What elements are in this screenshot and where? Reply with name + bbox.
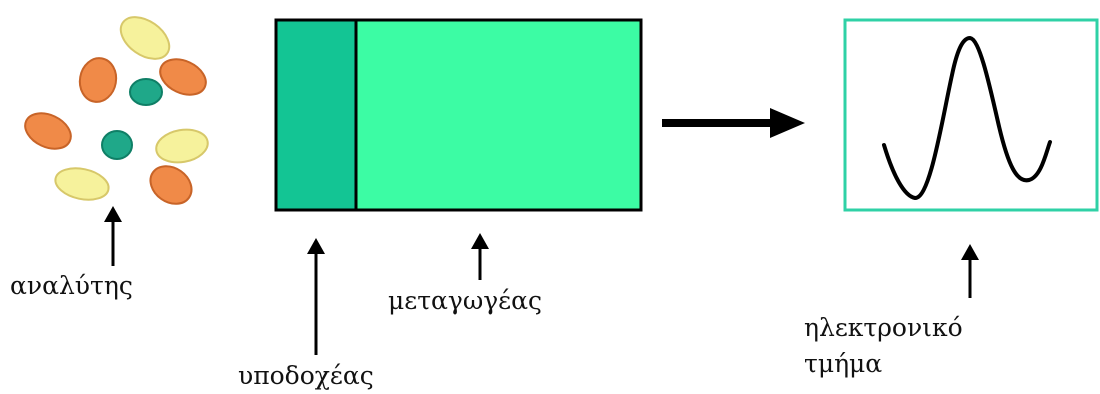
analyte-label: αναλύτης: [10, 271, 133, 300]
transducer-arrow: [471, 233, 489, 280]
receptor-label: υποδοχέας: [238, 361, 374, 390]
analyte-particle-yellow-3: [54, 167, 110, 201]
analyte-particle-yellow-2: [155, 128, 209, 164]
analyte-particle-orange-3: [24, 112, 72, 150]
analyte-particles: [24, 16, 209, 205]
electronic-arrow: [961, 244, 979, 298]
analyte-particle-orange-4: [149, 165, 193, 205]
analyte-particle-orange-2: [159, 58, 207, 96]
electronic-label: ηλεκτρονικό τμήμα: [804, 310, 963, 383]
analyte-particle-orange-1: [78, 57, 118, 103]
signal-peak-icon: [882, 35, 1052, 200]
analyte-arrow: [104, 206, 122, 266]
transducer-label: μεταγωγέας: [388, 286, 543, 315]
analyte-particle-yellow-1: [119, 16, 171, 60]
analyte-particle-teal-2: [101, 130, 133, 160]
electronic-label-line-2: τμήμα: [804, 349, 883, 379]
analyte-particle-teal-1: [129, 78, 163, 106]
flow-arrow-head: [770, 108, 805, 138]
receptor-arrow: [307, 238, 325, 355]
electronic-box: [843, 18, 1099, 212]
receptor-box: [274, 18, 358, 212]
electronic-label-line-1: ηλεκτρονικό: [804, 313, 963, 342]
transducer-box: [354, 18, 643, 212]
